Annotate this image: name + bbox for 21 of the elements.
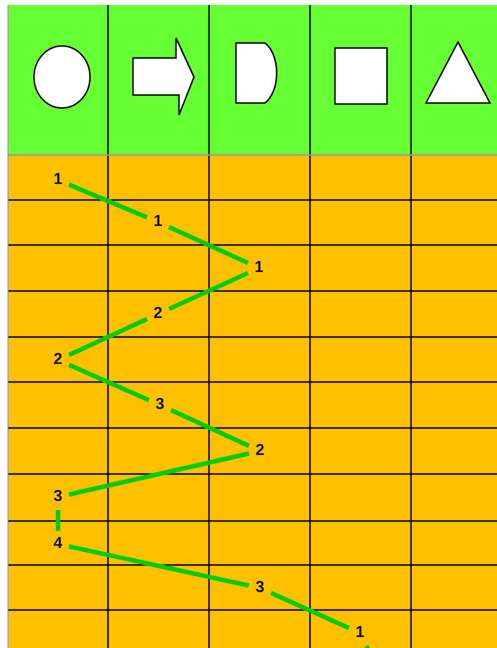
flow-line bbox=[170, 408, 250, 448]
step-count: 1 bbox=[150, 212, 166, 232]
step-count: 1 bbox=[352, 623, 368, 643]
step-count: 3 bbox=[152, 395, 168, 415]
step-count: 1 bbox=[251, 258, 267, 278]
flow-line bbox=[68, 182, 148, 220]
step-count: 3 bbox=[50, 487, 66, 507]
step-count: 3 bbox=[252, 578, 268, 598]
step-count: 2 bbox=[150, 304, 166, 324]
flow-line bbox=[68, 544, 250, 588]
flow-line bbox=[68, 451, 250, 497]
step-count: 2 bbox=[50, 350, 66, 370]
flow-line bbox=[68, 317, 148, 357]
flow-line bbox=[56, 510, 60, 531]
step-count: 1 bbox=[50, 170, 66, 190]
step-count: 4 bbox=[50, 534, 66, 554]
step-count: 2 bbox=[252, 441, 268, 461]
flow-line bbox=[270, 590, 350, 630]
flow-line bbox=[168, 270, 249, 312]
flow-line bbox=[68, 362, 150, 402]
flow-line bbox=[168, 224, 249, 266]
